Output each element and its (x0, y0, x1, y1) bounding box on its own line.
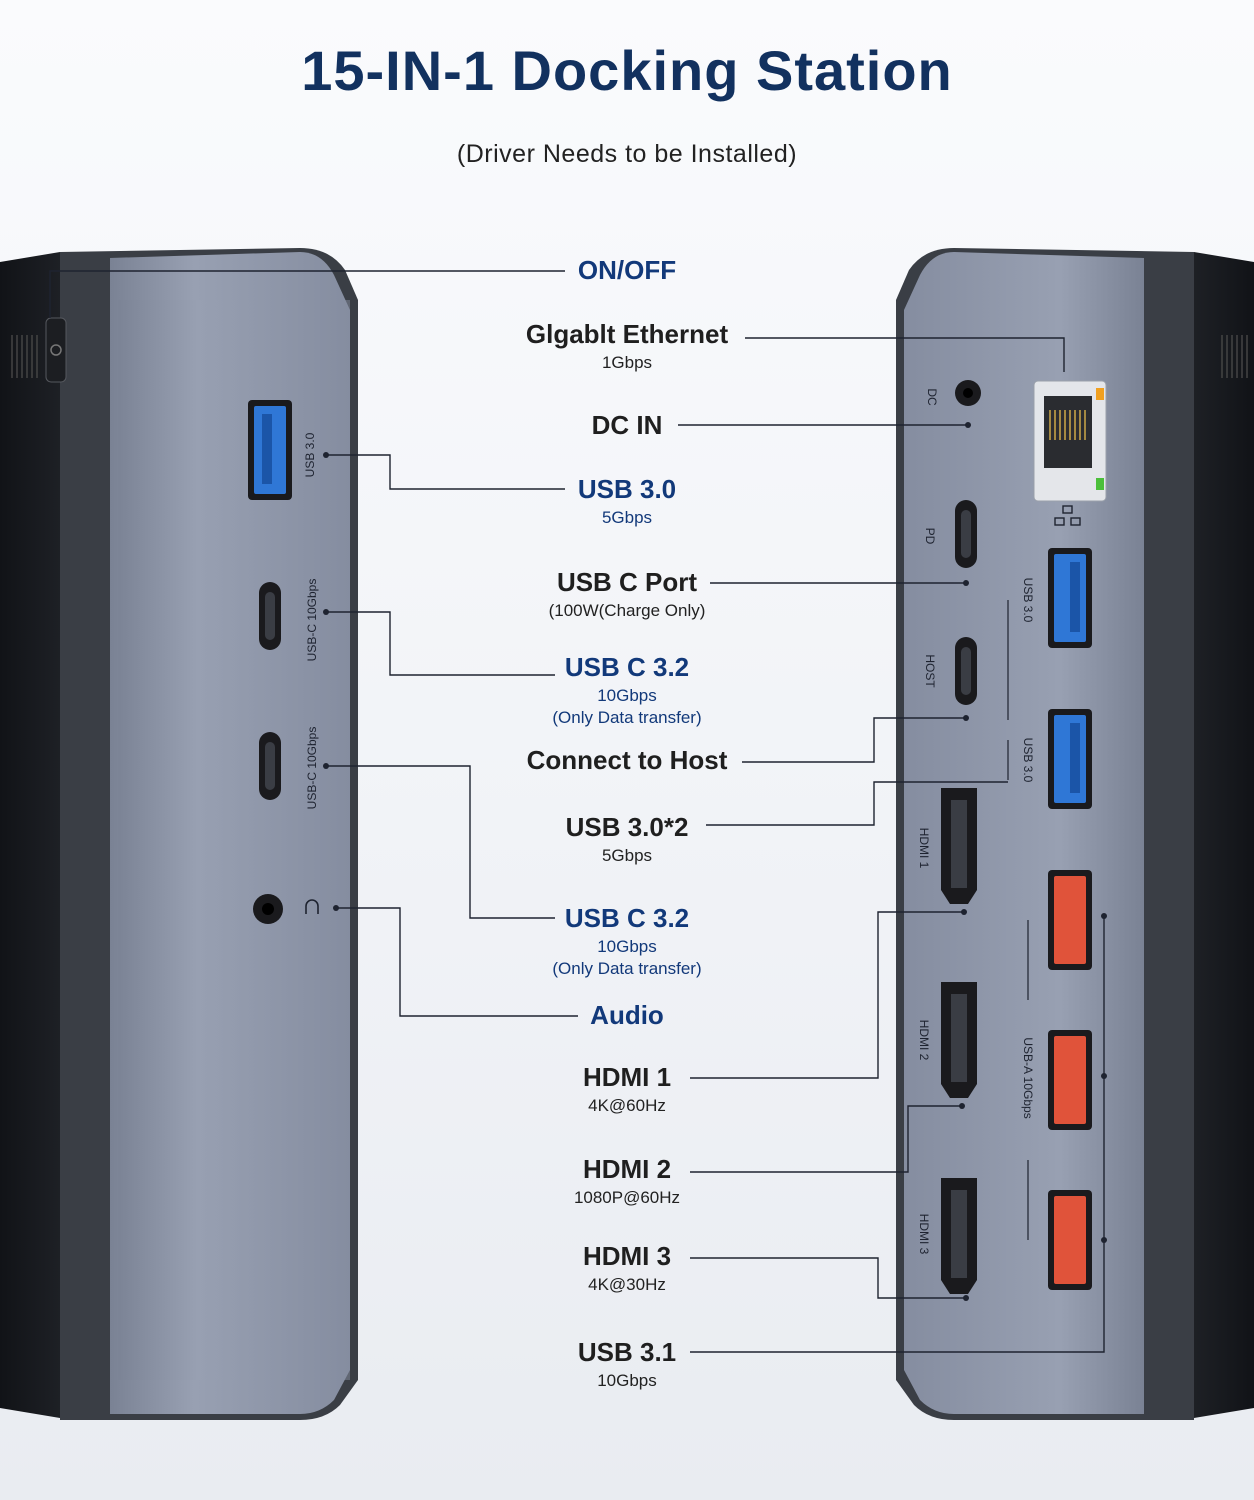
label-audio: Audio (462, 1000, 792, 1031)
right-host-print: HOST (923, 654, 937, 688)
label-usb31: USB 3.1 10Gbps (462, 1337, 792, 1390)
label-usbc32-b-title: USB C 3.2 (564, 903, 690, 933)
right-hdmi2-print: HDMI 2 (917, 1020, 931, 1061)
label-hdmi1-title: HDMI 1 (582, 1062, 672, 1092)
label-hdmi3-sub: 4K@30Hz (588, 1274, 666, 1294)
right-hdmi1-print: HDMI 1 (917, 828, 931, 869)
label-usbc-port-sub: (100W(Charge Only) (548, 600, 706, 620)
label-usb30x2: USB 3.0*2 5Gbps (462, 812, 792, 865)
label-usbc-port-title: USB C Port (556, 567, 698, 597)
label-hdmi1: HDMI 1 4K@60Hz (462, 1062, 792, 1115)
label-gigabit-title: Glgablt Ethernet (525, 319, 729, 349)
label-gigabit-sub: 1Gbps (601, 352, 653, 372)
label-on-off: ON/OFF (462, 255, 792, 286)
label-usbc-port: USB C Port (100W(Charge Only) (462, 567, 792, 620)
right-dc-print: DC (925, 388, 939, 406)
label-hdmi1-sub: 4K@60Hz (588, 1095, 666, 1115)
page-subtitle: (Driver Needs to be Installed) (456, 140, 798, 168)
label-hdmi3: HDMI 3 4K@30Hz (462, 1241, 792, 1294)
label-connect-host: Connect to Host (462, 745, 792, 776)
label-usb30: USB 3.0 5Gbps (462, 474, 792, 527)
right-device: DC PD HOST USB 3.0 U (896, 248, 1254, 1420)
label-usb30x2-sub: 5Gbps (601, 845, 653, 865)
label-hdmi3-title: HDMI 3 (582, 1241, 672, 1271)
label-usbc32-b: USB C 3.2 10Gbps (Only Data transfer) (462, 903, 792, 979)
label-hdmi2-sub: 1080P@60Hz (573, 1187, 681, 1207)
callout-lines (49, 270, 1105, 1353)
right-usb30a-print: USB 3.0 (1021, 578, 1035, 623)
label-usbc32-b-speed: 10Gbps (597, 936, 657, 956)
label-hdmi2-title: HDMI 2 (582, 1154, 672, 1184)
label-dc-in-title: DC IN (591, 410, 663, 440)
right-pd-print: PD (923, 528, 937, 545)
label-usbc32-a-title: USB C 3.2 (564, 652, 690, 682)
right-usb30b-print: USB 3.0 (1021, 738, 1035, 783)
page-title: 15-IN-1 Docking Station (301, 39, 953, 102)
label-usbc32-b-note: (Only Data transfer) (552, 959, 702, 979)
label-usb31-title: USB 3.1 (577, 1337, 677, 1367)
label-dc-in: DC IN (462, 410, 792, 441)
label-usbc32-a-note: (Only Data transfer) (552, 708, 702, 728)
left-usb30-print: USB 3.0 (303, 432, 317, 477)
label-usb30-sub: 5Gbps (601, 507, 653, 527)
label-usb30-title: USB 3.0 (577, 474, 677, 504)
label-usb31-sub: 10Gbps (597, 1370, 657, 1390)
left-usbc1-print: USB-C 10Gbps (305, 579, 319, 662)
label-usb30x2-title: USB 3.0*2 (565, 812, 689, 842)
label-on-off-title: ON/OFF (577, 255, 677, 285)
label-audio-title: Audio (590, 1000, 664, 1030)
left-usbc2-print: USB-C 10Gbps (305, 727, 319, 810)
right-hdmi3-print: HDMI 3 (917, 1214, 931, 1255)
label-gigabit-ethernet: Glgablt Ethernet 1Gbps (462, 319, 792, 372)
callout-dots (323, 422, 1107, 1301)
label-usbc32-a-speed: 10Gbps (597, 685, 657, 705)
label-connect-host-title: Connect to Host (526, 745, 728, 775)
label-hdmi2: HDMI 2 1080P@60Hz (462, 1154, 792, 1207)
right-usba10-print: USB-A 10Gbps (1021, 1037, 1035, 1118)
left-device: USB 3.0 USB-C 10Gbps USB-C 10Gbps (0, 248, 358, 1420)
label-usbc32-a: USB C 3.2 10Gbps (Only Data transfer) (462, 652, 792, 728)
